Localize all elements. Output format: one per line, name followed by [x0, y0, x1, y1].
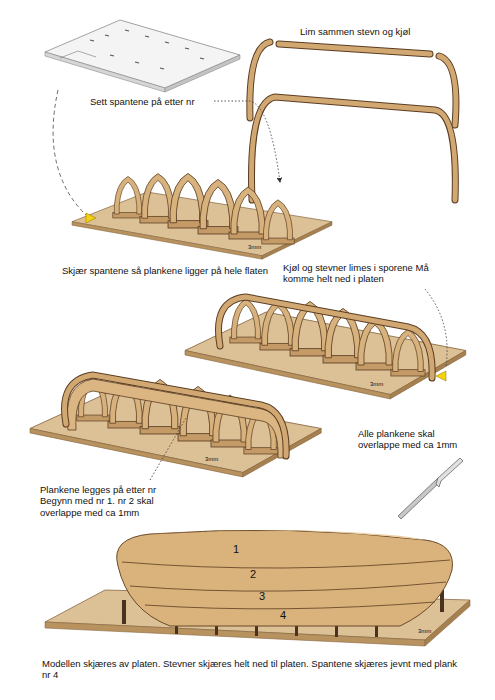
thickness-mark: 3mm — [205, 456, 218, 463]
instruction-note: Kjøl og stevner limes i sporene Må komme… — [283, 262, 441, 285]
instruction-note: Lim sammen stevn og kjøl — [300, 26, 410, 37]
instruction-note: Skjær spantene så plankene ligger på hel… — [62, 265, 268, 276]
leader-line — [53, 90, 88, 217]
thickness-mark: 3mm — [418, 628, 431, 635]
thickness-mark: 3mm — [370, 381, 383, 388]
leader-line — [150, 418, 186, 480]
thickness-mark: 3mm — [248, 244, 261, 251]
base-plate-frames — [72, 173, 332, 259]
callout-number: 3 — [259, 590, 265, 603]
leader-line — [425, 289, 447, 366]
base-plate-keel — [185, 297, 466, 399]
callout-number: 4 — [280, 609, 286, 622]
instruction-note: Plankene legges på etter nr Begynn med n… — [40, 484, 190, 518]
instruction-note: Sett spantene på etter nr — [90, 96, 195, 107]
plywood-sheet — [45, 20, 240, 92]
keel-stem-parts — [250, 42, 456, 200]
leader-line — [214, 101, 280, 182]
plank-overlap-detail — [398, 458, 463, 519]
callout-number: 1 — [233, 543, 239, 556]
callout-number: 2 — [250, 568, 256, 581]
caption-note: Modellen skjæres av platen. Stevner skjæ… — [42, 658, 467, 681]
base-plate-planks — [30, 375, 321, 477]
finished-hull — [45, 530, 470, 646]
instruction-note: Alle plankene skal overlappe med ca 1mm — [358, 428, 470, 451]
